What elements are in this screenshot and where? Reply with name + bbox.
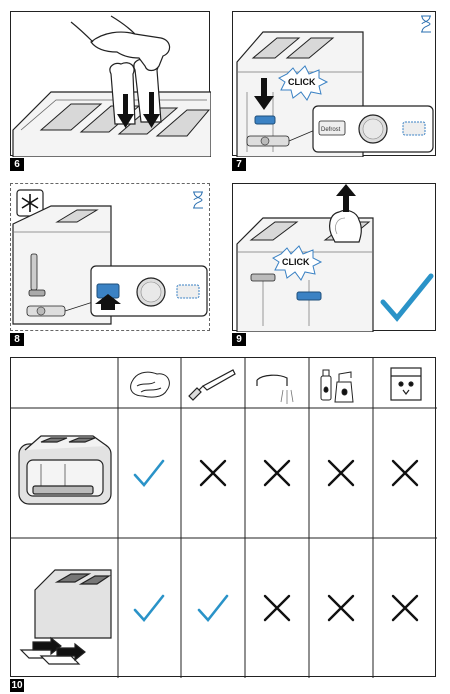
click-label: CLICK (288, 77, 316, 87)
dry-cloth-icon (130, 371, 170, 398)
cleaning-table-grid (11, 358, 437, 678)
step-number-7: 7 (232, 158, 246, 171)
defrost-button-label: Defrost (321, 127, 341, 133)
hourglass-icon (193, 191, 203, 209)
step-number-9: 9 (232, 333, 246, 346)
brush-icon (188, 369, 236, 401)
toaster-defrost-illustration (12, 189, 208, 325)
crumb-tray-cross-mark (391, 594, 419, 622)
crumb-tray-icon (19, 569, 112, 665)
dishwasher-icon (390, 367, 422, 401)
crumb-tray-cross-mark (263, 594, 291, 622)
toaster-pop-up-illustration: CLICK (236, 184, 434, 332)
step-9-panel: CLICK (232, 183, 436, 332)
running-water-icon (256, 374, 294, 404)
step-number-10: 10 (10, 679, 24, 692)
done-check-icon (380, 273, 434, 322)
step-7-panel: CLICK Defrost (232, 11, 436, 157)
crumb-tray-check-mark (197, 594, 229, 623)
toaster-housing-cross-mark (199, 459, 227, 487)
step-6-panel (10, 11, 211, 157)
step-number-8: 8 (10, 333, 24, 346)
step-number-6: 6 (10, 158, 24, 171)
click-label: CLICK (282, 257, 310, 267)
toaster-housing-cross-mark (263, 459, 291, 487)
toaster-housing-icon (18, 435, 112, 505)
cleaning-table (10, 357, 437, 678)
toaster-housing-check-mark (133, 459, 165, 488)
toaster-press-lever-illustration: CLICK Defrost (236, 15, 434, 157)
snowflake-icon (21, 194, 39, 212)
crumb-tray-check-mark (133, 594, 165, 623)
hourglass-icon (421, 15, 431, 33)
toaster-insert-bread-illustration (12, 15, 211, 157)
toaster-housing-cross-mark (327, 459, 355, 487)
step-8-panel (10, 183, 210, 331)
toaster-housing-cross-mark (391, 459, 419, 487)
detergent-spray-icon (320, 369, 354, 403)
crumb-tray-cross-mark (327, 594, 355, 622)
